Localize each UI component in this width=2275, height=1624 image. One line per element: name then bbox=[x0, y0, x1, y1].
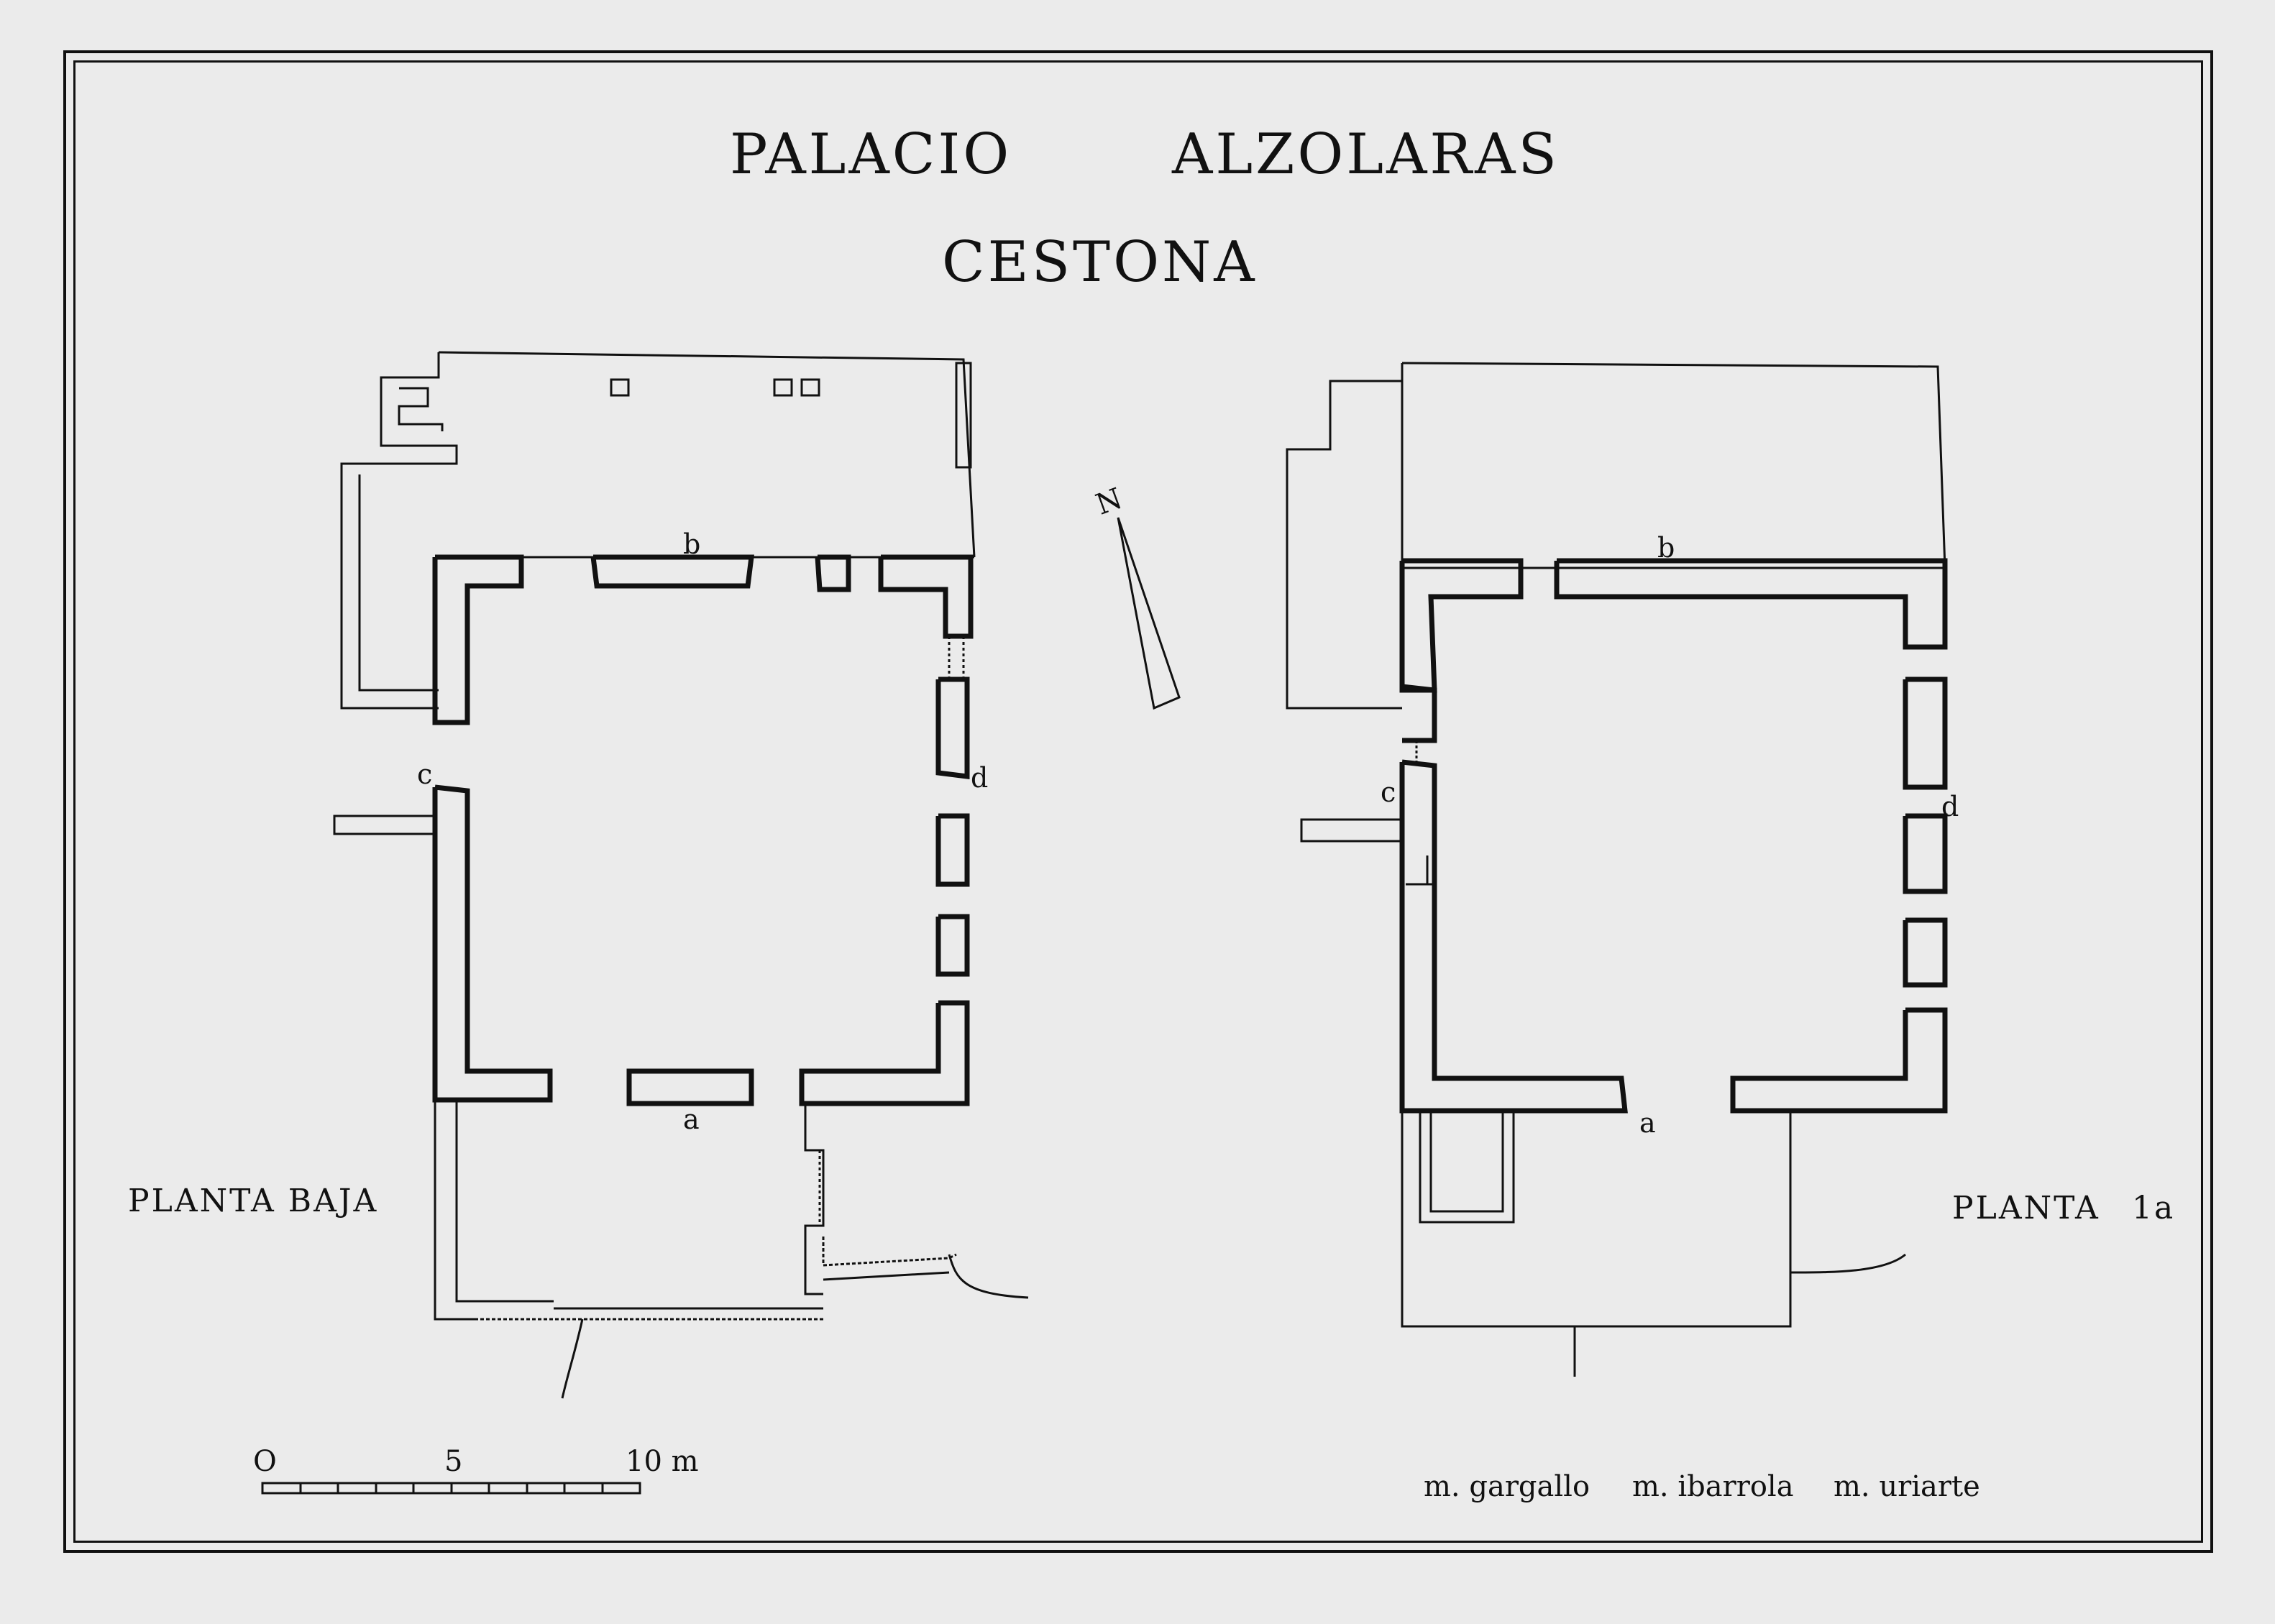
mark-a-first: a bbox=[1639, 1107, 1656, 1139]
ground-floor-plan bbox=[333, 351, 1029, 1399]
outer-border bbox=[63, 50, 2213, 1553]
mark-c-first: c bbox=[1381, 776, 1396, 808]
inner-border bbox=[73, 60, 2203, 1543]
author-ibarrola: m. ibarrola bbox=[1632, 1470, 1794, 1503]
scale-label-10: 10 m bbox=[626, 1445, 699, 1478]
north-arrow bbox=[1117, 517, 1181, 710]
first-floor-plan bbox=[1286, 362, 1948, 1377]
scale-label-5: 5 bbox=[444, 1445, 463, 1478]
mark-a-ground: a bbox=[683, 1104, 700, 1135]
author-uriarte: m. uriarte bbox=[1834, 1470, 1980, 1503]
author-gargallo: m. gargallo bbox=[1424, 1470, 1590, 1503]
title-cestona: CESTONA bbox=[942, 230, 1258, 295]
scale-label-0: O bbox=[253, 1445, 277, 1478]
mark-d-first: d bbox=[1941, 791, 1959, 822]
title-palacio: PALACIO bbox=[730, 122, 1012, 187]
label-planta-ordinal: 1a bbox=[2132, 1190, 2176, 1226]
title-alzolaras: ALZOLARAS bbox=[1172, 122, 1560, 187]
mark-c-ground: c bbox=[417, 758, 433, 790]
label-planta-baja: PLANTA BAJA bbox=[128, 1183, 379, 1219]
label-planta-primera: PLANTA bbox=[1952, 1190, 2100, 1226]
scale-bar bbox=[261, 1482, 641, 1495]
mark-d-ground: d bbox=[971, 762, 989, 794]
mark-b-first: b bbox=[1657, 532, 1675, 564]
mark-b-ground: b bbox=[683, 528, 701, 560]
